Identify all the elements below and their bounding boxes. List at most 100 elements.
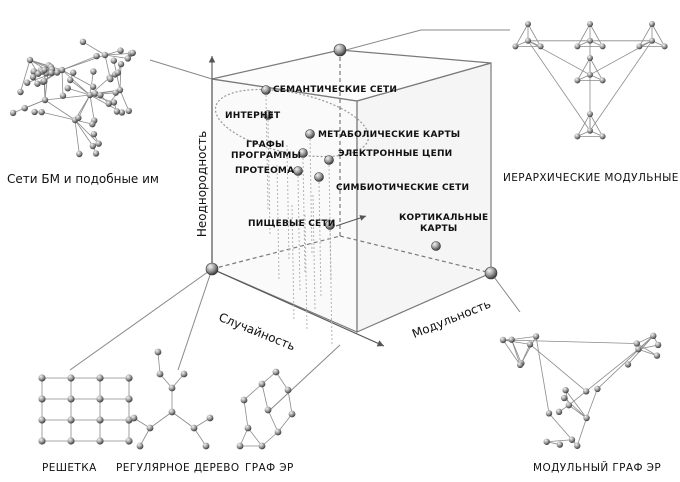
- graph-node: [53, 69, 61, 76]
- cube-top-face: [211, 49, 492, 102]
- modularity-axis-arrow: [211, 268, 385, 347]
- graph-node: [67, 416, 75, 424]
- graph-edge: [529, 344, 587, 392]
- graph-node: [587, 111, 593, 117]
- graphs-label: ГРАФЫ: [246, 140, 285, 150]
- graph-node: [154, 348, 162, 356]
- graph-edge: [243, 399, 249, 429]
- graph-node: [117, 47, 124, 54]
- connector-lines: [69, 29, 521, 411]
- graph-node: [587, 71, 593, 78]
- graph-node: [156, 370, 164, 378]
- graph-node: [565, 401, 573, 409]
- graph-node: [574, 133, 581, 140]
- cortical-maps-label-1: КОРТИКАЛЬНЫЕ: [399, 213, 489, 223]
- graph-edge: [20, 59, 31, 93]
- graph-node: [130, 414, 138, 422]
- graph-edge: [503, 339, 637, 344]
- graph-node: [288, 410, 296, 418]
- graph-edge: [171, 411, 195, 429]
- graph-node: [136, 442, 144, 450]
- graph-node: [240, 396, 248, 404]
- graph-node: [190, 424, 198, 432]
- graph-edge: [61, 69, 64, 96]
- graph-edge: [638, 344, 659, 350]
- graph-edge: [576, 417, 587, 446]
- graph-node: [587, 55, 593, 61]
- modular-er-graph-label: МОДУЛЬНЫЙ ГРАФ ЭР: [533, 462, 662, 474]
- drop-line: [276, 164, 280, 281]
- graph-edge: [577, 57, 591, 81]
- graph-node: [97, 91, 104, 99]
- graph-node: [93, 52, 100, 60]
- graph-node: [117, 60, 125, 68]
- graph-node: [66, 76, 74, 84]
- lattice-thumbnail: [38, 374, 133, 445]
- programs-point: [298, 148, 308, 158]
- right-corner-node: [484, 266, 498, 280]
- graph-edge: [247, 427, 263, 447]
- drop-line: [304, 214, 308, 331]
- graph-node: [594, 385, 601, 393]
- graph-node: [70, 69, 77, 76]
- graph-edge: [119, 64, 122, 91]
- graph-node: [112, 89, 119, 96]
- graph-node: [526, 341, 534, 348]
- graph-edge: [638, 348, 658, 356]
- er-graph-label: ГРАФ ЭР: [245, 462, 294, 474]
- graph-edge: [24, 99, 46, 109]
- graph-node: [95, 140, 102, 147]
- graph-edge: [511, 336, 537, 341]
- proteome-label: ПРОТЕОМА: [235, 166, 295, 176]
- graph-edge: [139, 427, 151, 447]
- highlight-ellipse: [214, 88, 370, 158]
- hierarchical-modular-label: ИЕРАРХИЧЕСКИЕ МОДУЛЬНЫЕ: [503, 172, 679, 184]
- graph-node: [516, 361, 524, 369]
- graph-edge: [243, 383, 263, 401]
- graph-edge: [589, 23, 603, 47]
- graph-node: [58, 66, 66, 74]
- graph-edge: [535, 336, 550, 414]
- graph-node: [543, 438, 550, 445]
- graph-node: [236, 442, 244, 450]
- graph-node: [59, 92, 67, 99]
- internet-label: ИНТЕРНЕТ: [225, 111, 281, 121]
- graph-node: [96, 374, 104, 382]
- graph-edge: [78, 94, 91, 119]
- hidden-edge-right: [339, 235, 492, 274]
- regular-tree-thumbnail: [130, 348, 214, 450]
- drop-line: [309, 138, 313, 255]
- graph-node: [29, 73, 37, 81]
- graph-node: [26, 56, 34, 64]
- semantic-networks-label: СЕМАНТИЧЕСКИЕ СЕТИ: [273, 85, 398, 95]
- graph-node: [67, 395, 75, 403]
- graph-edge: [651, 23, 665, 47]
- graph-node: [525, 37, 531, 44]
- graph-node: [532, 333, 540, 340]
- graph-node: [649, 37, 655, 44]
- parameter-cube: [211, 49, 492, 333]
- graph-node: [560, 394, 568, 402]
- graph-node: [40, 77, 48, 85]
- graph-edge: [589, 113, 603, 137]
- graph-node: [113, 108, 121, 115]
- drop-line: [329, 229, 333, 346]
- graph-edge: [287, 389, 293, 415]
- graph-node: [653, 352, 661, 359]
- graph-node: [107, 75, 114, 83]
- graph-node: [67, 437, 75, 445]
- modular-er-graph-thumbnail: [499, 332, 662, 449]
- graph-edge: [44, 94, 91, 101]
- graph-node: [89, 83, 97, 90]
- graph-node: [89, 142, 97, 150]
- graph-edge: [74, 119, 94, 147]
- regular-tree-label: РЕГУЛЯРНОЕ ДЕРЕВО: [116, 462, 240, 474]
- graph-edge: [589, 57, 603, 81]
- graph-node: [587, 21, 593, 27]
- graph-edge: [597, 335, 654, 390]
- graph-node: [562, 386, 569, 394]
- graph-node: [168, 408, 176, 416]
- graph-node: [146, 424, 154, 432]
- graph-node: [599, 133, 606, 140]
- graph-node: [636, 43, 643, 50]
